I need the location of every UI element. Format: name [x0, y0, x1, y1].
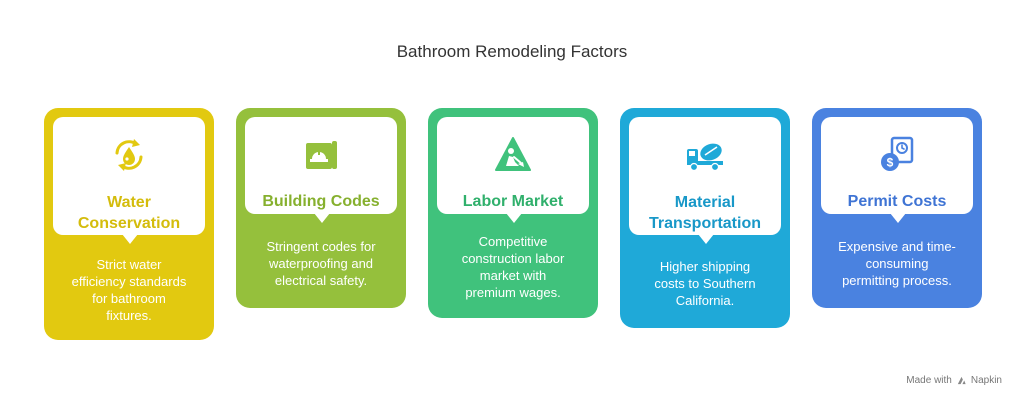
card-title-line: Building Codes [262, 193, 380, 210]
card-labor-market: Labor Market Competitive construction la… [428, 108, 598, 318]
card-header: Labor Market [437, 117, 589, 223]
card-description-line: permitting process. [842, 273, 952, 288]
card-description-line: efficiency standards [71, 274, 187, 289]
card-description-line: Higher shipping [659, 259, 751, 274]
card-description-line: for bathroom [92, 291, 166, 306]
card-description-line: construction labor [461, 251, 565, 266]
made-with-label: Made with [906, 375, 952, 386]
water-recycle-icon [109, 135, 149, 175]
permit-cost-document-icon: $ [877, 135, 917, 175]
card-description-line: market with [479, 268, 547, 283]
card-description-line: costs to Southern [654, 276, 756, 291]
svg-text:$: $ [887, 156, 894, 170]
card-permit-costs: $ Permit Costs Expensive and time- consu… [812, 108, 982, 308]
diagram-title: Bathroom Remodeling Factors [396, 42, 628, 61]
card-title-line: Water [107, 194, 151, 211]
card-water-conservation: Water Conservation Strict water efficien… [44, 108, 214, 340]
card-description-line: fixtures. [106, 308, 152, 323]
construction-worker-sign-icon [493, 135, 533, 175]
card-description-line: Strict water [96, 257, 162, 272]
napkin-logo-icon [957, 376, 966, 385]
card-title-line: Conservation [77, 215, 181, 232]
card-title-line: Labor Market [462, 193, 564, 210]
card-header: Building Codes [245, 117, 397, 223]
card-title-line: Material [674, 194, 736, 211]
card-description-line: waterproofing and [268, 256, 374, 271]
cement-truck-icon [685, 135, 725, 175]
napkin-attribution[interactable]: Made with Napkin [906, 375, 1002, 386]
card-description-line: Stringent codes for [266, 239, 376, 254]
card-header: Material Transportation [629, 117, 781, 244]
card-description-line: premium wages. [465, 285, 561, 300]
building-blueprint-icon [301, 135, 341, 175]
card-description-line: Expensive and time- [838, 239, 956, 254]
card-material-transportation: Material Transportation Higher shipping … [620, 108, 790, 328]
card-description-line: Competitive [478, 234, 548, 249]
card-header: Water Conservation [53, 117, 205, 244]
card-building-codes: Building Codes Stringent codes for water… [236, 108, 406, 308]
card-description-line: electrical safety. [274, 273, 368, 288]
card-header: $ Permit Costs [821, 117, 973, 223]
card-description-line: consuming [865, 256, 929, 271]
card-description-line: California. [675, 293, 735, 308]
card-title-line: Transportation [648, 215, 761, 232]
card-title-line: Permit Costs [847, 193, 947, 210]
napkin-brand-label: Napkin [970, 375, 1002, 386]
